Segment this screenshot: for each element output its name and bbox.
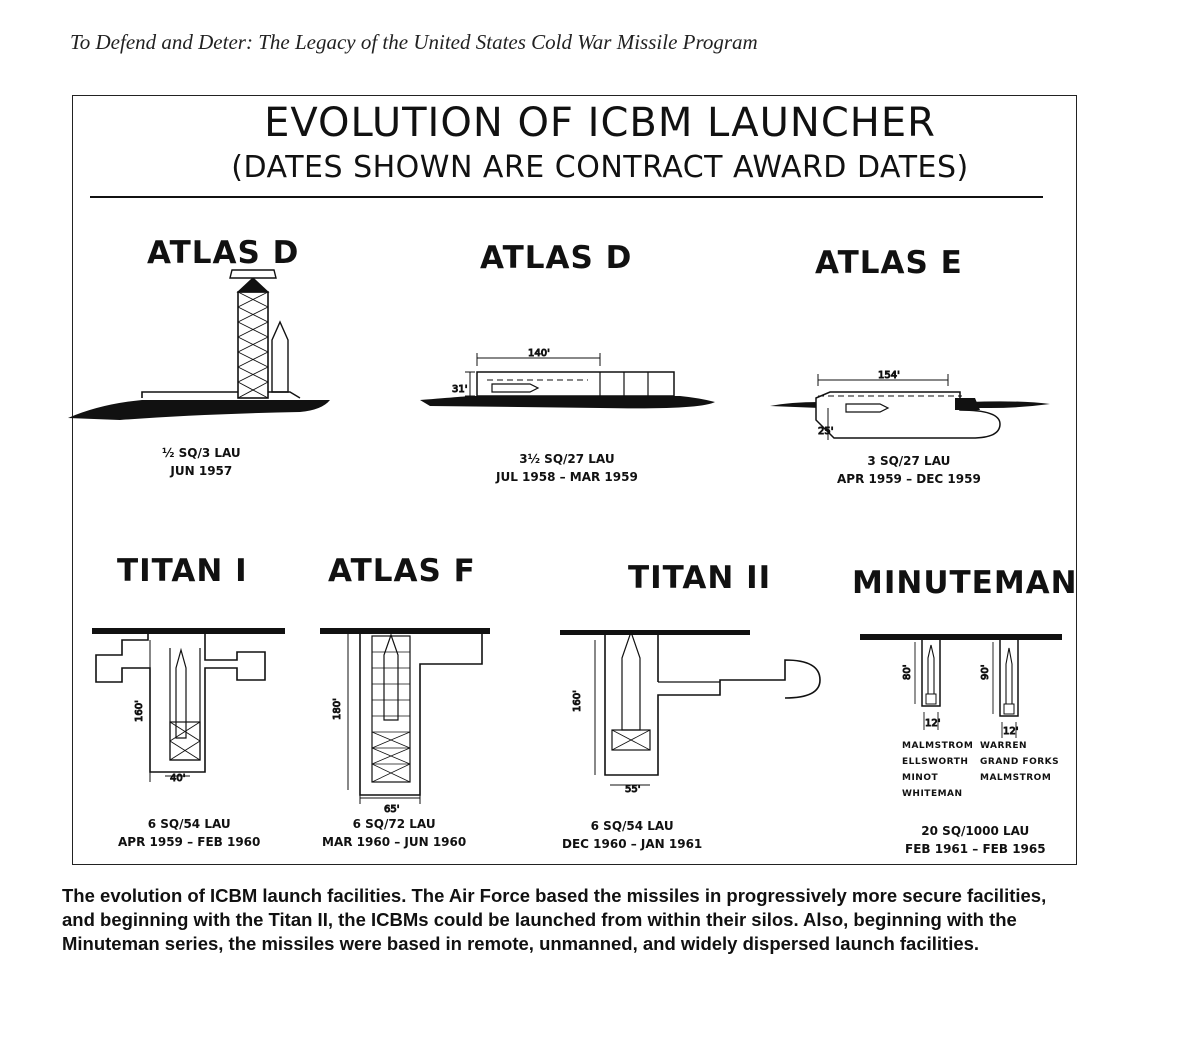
- atlas-f-diagram: 180' 65': [320, 628, 490, 816]
- dim-label: 12': [925, 718, 940, 729]
- base-name: GRAND FORKS: [980, 757, 1060, 767]
- launcher-units: 3 SQ/27 LAU: [867, 454, 951, 468]
- base-name: MINOT: [902, 773, 939, 783]
- atlas-d-coffin-diagram: 140' 31': [420, 348, 715, 409]
- dim-label: 55': [625, 784, 640, 795]
- launcher-units: 6 SQ/54 LAU: [590, 819, 674, 833]
- launcher-units: 20 SQ/1000 LAU: [921, 824, 1030, 838]
- minuteman-diagram: 80' 12' 90' 12': [860, 634, 1062, 738]
- launcher-info-atlas-f: 6 SQ/72 LAU MAR 1960 – JUN 1960: [322, 815, 466, 851]
- atlas-e-diagram: 154' 25': [770, 370, 1050, 440]
- base-name: ELLSWORTH: [902, 757, 969, 767]
- dim-label: 160': [134, 700, 145, 722]
- figure-caption: The evolution of ICBM launch facilities.…: [62, 885, 1047, 954]
- launcher-info-minuteman: 20 SQ/1000 LAU FEB 1961 – FEB 1965: [905, 822, 1046, 858]
- launcher-units: ½ SQ/3 LAU: [162, 446, 241, 460]
- launcher-name-minuteman: MINUTEMAN: [852, 565, 1078, 601]
- dim-label: 25': [818, 426, 833, 437]
- launcher-dates: MAR 1960 – JUN 1960: [322, 835, 467, 849]
- dim-label: 65': [384, 804, 399, 815]
- launcher-info-titan-ii: 6 SQ/54 LAU DEC 1960 – JAN 1961: [562, 817, 702, 853]
- launcher-dates: DEC 1960 – JAN 1961: [562, 837, 703, 851]
- atlas-d-tower-diagram: [68, 269, 330, 420]
- base-name: WHITEMAN: [902, 789, 963, 799]
- dim-label: 31': [452, 384, 467, 395]
- dim-label: 40': [170, 773, 185, 784]
- launcher-dates: APR 1959 – DEC 1959: [837, 472, 981, 486]
- launcher-dates: JUN 1957: [170, 464, 233, 478]
- titan-ii-diagram: 160' 55': [560, 630, 821, 796]
- dim-label: 90': [980, 665, 991, 680]
- launcher-info-atlas-d-coffin: 3½ SQ/27 LAU JUL 1958 – MAR 1959: [496, 450, 638, 486]
- base-name: WARREN: [980, 741, 1028, 751]
- launcher-units: 3½ SQ/27 LAU: [519, 452, 615, 466]
- launcher-dates: JUL 1958 – MAR 1959: [496, 470, 638, 484]
- launcher-name-atlas-f: ATLAS F: [328, 553, 476, 589]
- dim-label: 140': [528, 348, 550, 359]
- dim-label: 80': [902, 665, 913, 680]
- running-head: To Defend and Deter: The Legacy of the U…: [70, 30, 758, 54]
- launcher-name-atlas-d-tower: ATLAS D: [147, 235, 300, 271]
- base-name: MALMSTROM: [902, 741, 974, 751]
- title-rule: [90, 196, 1043, 198]
- launcher-name-titan-ii: TITAN II: [628, 560, 772, 596]
- figure-frame: [72, 95, 1077, 865]
- figure-subtitle: (DATES SHOWN ARE CONTRACT AWARD DATES): [231, 150, 969, 185]
- launcher-units: 6 SQ/54 LAU: [147, 817, 231, 831]
- minuteman-bases-right: WARREN GRAND FORKS MALMSTROM: [980, 738, 1059, 786]
- launcher-info-titan-i: 6 SQ/54 LAU APR 1959 – FEB 1960: [118, 815, 260, 851]
- minuteman-bases-left: MALMSTROM ELLSWORTH MINOT WHITEMAN: [902, 738, 973, 802]
- dim-label: 180': [332, 698, 343, 720]
- figure-title: EVOLUTION OF ICBM LAUNCHER: [264, 100, 936, 146]
- dim-label: 160': [572, 690, 583, 712]
- launcher-info-atlas-e: 3 SQ/27 LAU APR 1959 – DEC 1959: [837, 452, 981, 488]
- launcher-name-atlas-d-coffin: ATLAS D: [480, 240, 633, 276]
- launcher-info-atlas-d-tower: ½ SQ/3 LAU JUN 1957: [162, 444, 241, 480]
- base-name: MALMSTROM: [980, 773, 1052, 783]
- launcher-name-atlas-e: ATLAS E: [815, 245, 963, 281]
- launcher-dates: FEB 1961 – FEB 1965: [905, 842, 1046, 856]
- titan-i-diagram: 160' 40': [92, 628, 285, 785]
- launcher-units: 6 SQ/72 LAU: [352, 817, 436, 831]
- dim-label: 154': [878, 370, 900, 381]
- launcher-dates: APR 1959 – FEB 1960: [118, 835, 261, 849]
- launcher-name-titan-i: TITAN I: [117, 553, 248, 589]
- dim-label: 12': [1003, 726, 1018, 737]
